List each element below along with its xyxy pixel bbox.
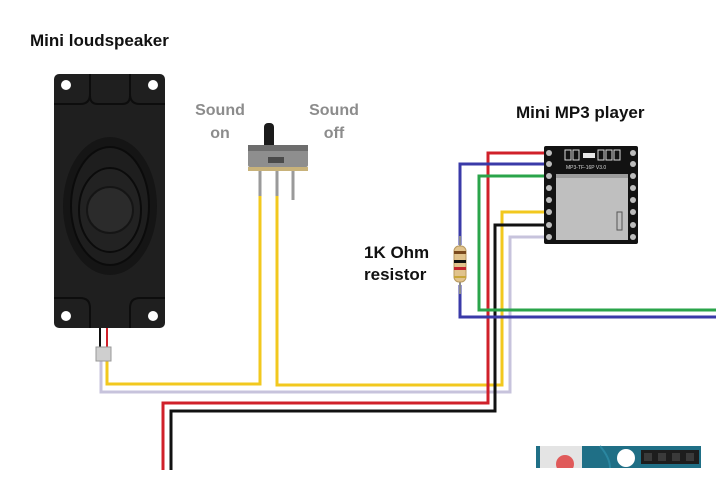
mp3-module: MP3-TF-16P V3.0 [544, 146, 638, 244]
loudspeaker [54, 74, 165, 362]
mount-hole-icon [148, 80, 158, 90]
wire-yellow-switch-mp3 [275, 195, 548, 387]
arduino-board-partial [536, 445, 716, 485]
mount-hole-icon [61, 80, 71, 90]
wire-blue [458, 285, 716, 319]
module-silkscreen: MP3-TF-16P V3.0 [566, 165, 606, 171]
wire-green [477, 174, 716, 312]
speaker-connector [95, 346, 112, 362]
resistor-line2: resistor [364, 265, 427, 284]
mount-hole-icon [148, 311, 158, 321]
wire-yellow-speaker-switch [105, 195, 262, 386]
resistor-1k [453, 236, 467, 294]
mount-hole-icon [61, 311, 71, 321]
wire-black [169, 223, 548, 470]
slide-switch[interactable] [248, 123, 308, 200]
wire-blue-top [458, 162, 548, 245]
sound-off-line1: Sound [309, 102, 359, 119]
sound-on-label: Sound on [192, 99, 248, 145]
sound-off-line2: off [323, 125, 345, 142]
resistor-line1: 1K Ohm [364, 243, 430, 262]
speaker-label: Mini loudspeaker [30, 31, 169, 50]
wire-red [161, 151, 548, 470]
wire-lavender-speaker-mp3 [99, 235, 548, 394]
sound-on-line1: Sound [195, 102, 245, 119]
resistor-label: 1K Ohm resistor [364, 242, 429, 286]
sound-on-line2: on [210, 125, 230, 142]
mp3-label: Mini MP3 player [516, 103, 645, 122]
sound-off-label: Sound off [305, 99, 363, 145]
